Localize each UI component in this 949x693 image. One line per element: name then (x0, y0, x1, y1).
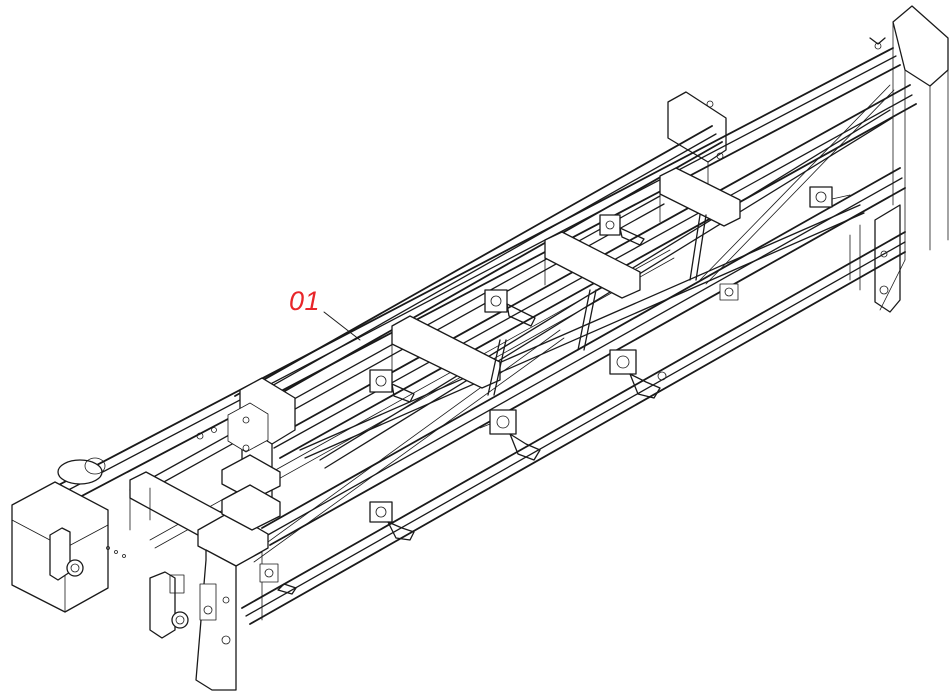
top-rail-upper (29, 47, 901, 519)
callout-label-01: 01 (289, 286, 321, 316)
bottom-rail (241, 231, 906, 625)
left-post (195, 377, 296, 691)
left-end-assembly (11, 457, 189, 639)
center-right-post (667, 91, 727, 201)
mounting-brackets (196, 42, 882, 621)
callout-leader-line (323, 311, 361, 341)
transverse-frames (129, 167, 741, 547)
cross-braces (249, 84, 895, 563)
top-rail-middle (234, 125, 723, 413)
lower-diagonal-rail (261, 167, 906, 546)
right-end-post (849, 5, 949, 313)
